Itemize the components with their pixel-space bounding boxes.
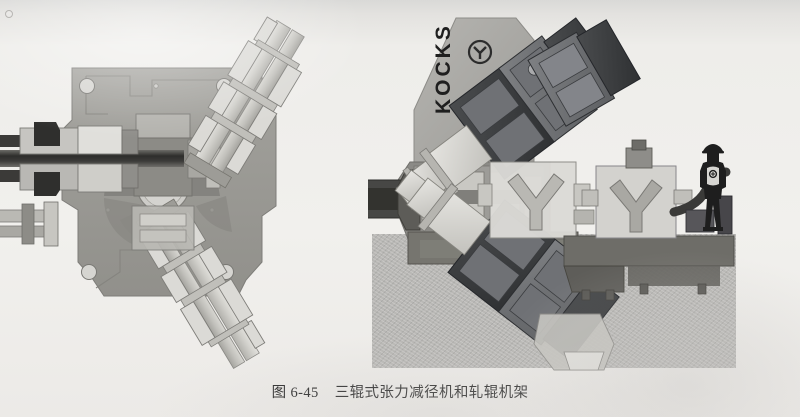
scan-artifact-dot [5,10,13,18]
figure-number: 图 6-45 [271,385,319,401]
bolt-hole-top-left [79,78,95,94]
stretch-reducing-mill-assembly: KOCKS [368,17,735,371]
upper-right-roll-shaft [183,16,305,189]
figure-title: 三辊式张力减径机和轧辊机架 [334,385,529,401]
right-platform [563,235,735,301]
kocks-circle-logo [467,39,493,65]
kocks-wordmark: KOCKS [432,23,455,114]
operator-silhouette [700,144,726,231]
bolt-hole-bottom-left [81,264,97,280]
exit-chute [533,313,615,371]
left-lower-shaft-stub [0,201,59,247]
figure-caption: 图 6-45 三辊式张力减径机和轧辊机架 [0,381,800,402]
roll-stand-cross-section [0,16,305,370]
three-roll-y-stand [477,161,595,239]
upper-right-roll-drive-unit [527,19,641,127]
center-roll-cartridge [131,205,195,251]
